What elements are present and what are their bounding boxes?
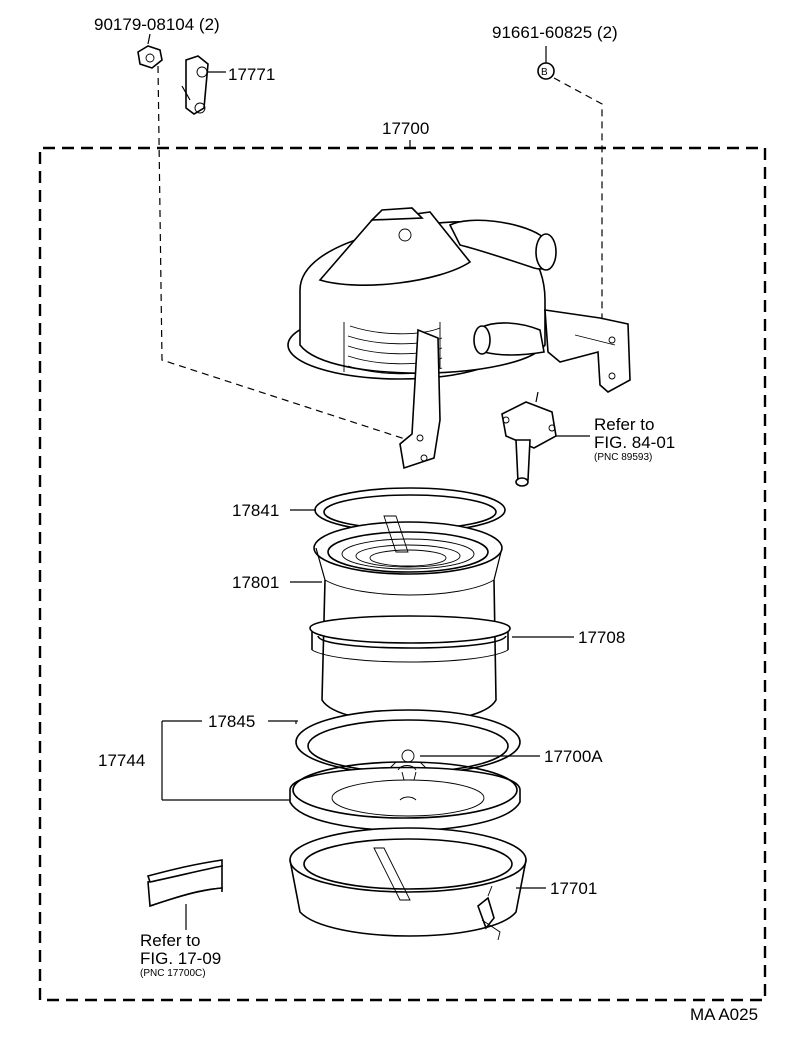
- label-part-17708: 17708: [578, 628, 625, 647]
- alignment-line-left: [157, 65, 409, 441]
- clamp-band: [309, 615, 511, 663]
- label-part-17801: 17801: [232, 573, 279, 592]
- label-part-17845: 17845: [208, 712, 255, 731]
- refer-lower-line-2: FIG. 17-09: [140, 949, 221, 968]
- label-part-17700a: 17700A: [544, 747, 603, 766]
- refer-lower-line-3: (PNC 17700C): [140, 968, 206, 979]
- refer-lower-line-1: Refer to: [140, 931, 200, 950]
- bolt-b-icon: [537, 46, 555, 80]
- air-cleaner-cover: [287, 207, 631, 470]
- label-part-17771: 17771: [228, 65, 275, 84]
- lower-case: [289, 827, 527, 941]
- label-part-17700: 17700: [382, 119, 429, 138]
- vacuum-valve-icon: [501, 391, 590, 487]
- leader-lines: [161, 509, 574, 889]
- refer-upper-line-1: Refer to: [594, 415, 654, 434]
- refer-upper-line-2: FIG. 84-01: [594, 433, 675, 452]
- diagram-code: MA A025: [690, 1005, 758, 1024]
- assembly-frame: [38, 140, 767, 1002]
- label-part-17744: 17744: [98, 751, 145, 770]
- gasket-mid-ring: [295, 709, 521, 775]
- refer-upper-line-3: (PNC 89593): [594, 452, 652, 463]
- label-part-17701: 17701: [550, 879, 597, 898]
- lower-plate: [289, 749, 521, 832]
- label-part-90179-08104: 90179-08104 (2): [94, 15, 220, 34]
- alignment-line-right: [553, 77, 603, 318]
- filter-element: [313, 515, 503, 724]
- label-part-17841: 17841: [232, 501, 279, 520]
- label-marker-b: B: [541, 67, 548, 78]
- label-sheet-icon: [146, 859, 223, 930]
- label-part-91661-60825: 91661-60825 (2): [492, 23, 618, 42]
- bracket-icon: [181, 55, 226, 115]
- nut-icon: [137, 33, 163, 69]
